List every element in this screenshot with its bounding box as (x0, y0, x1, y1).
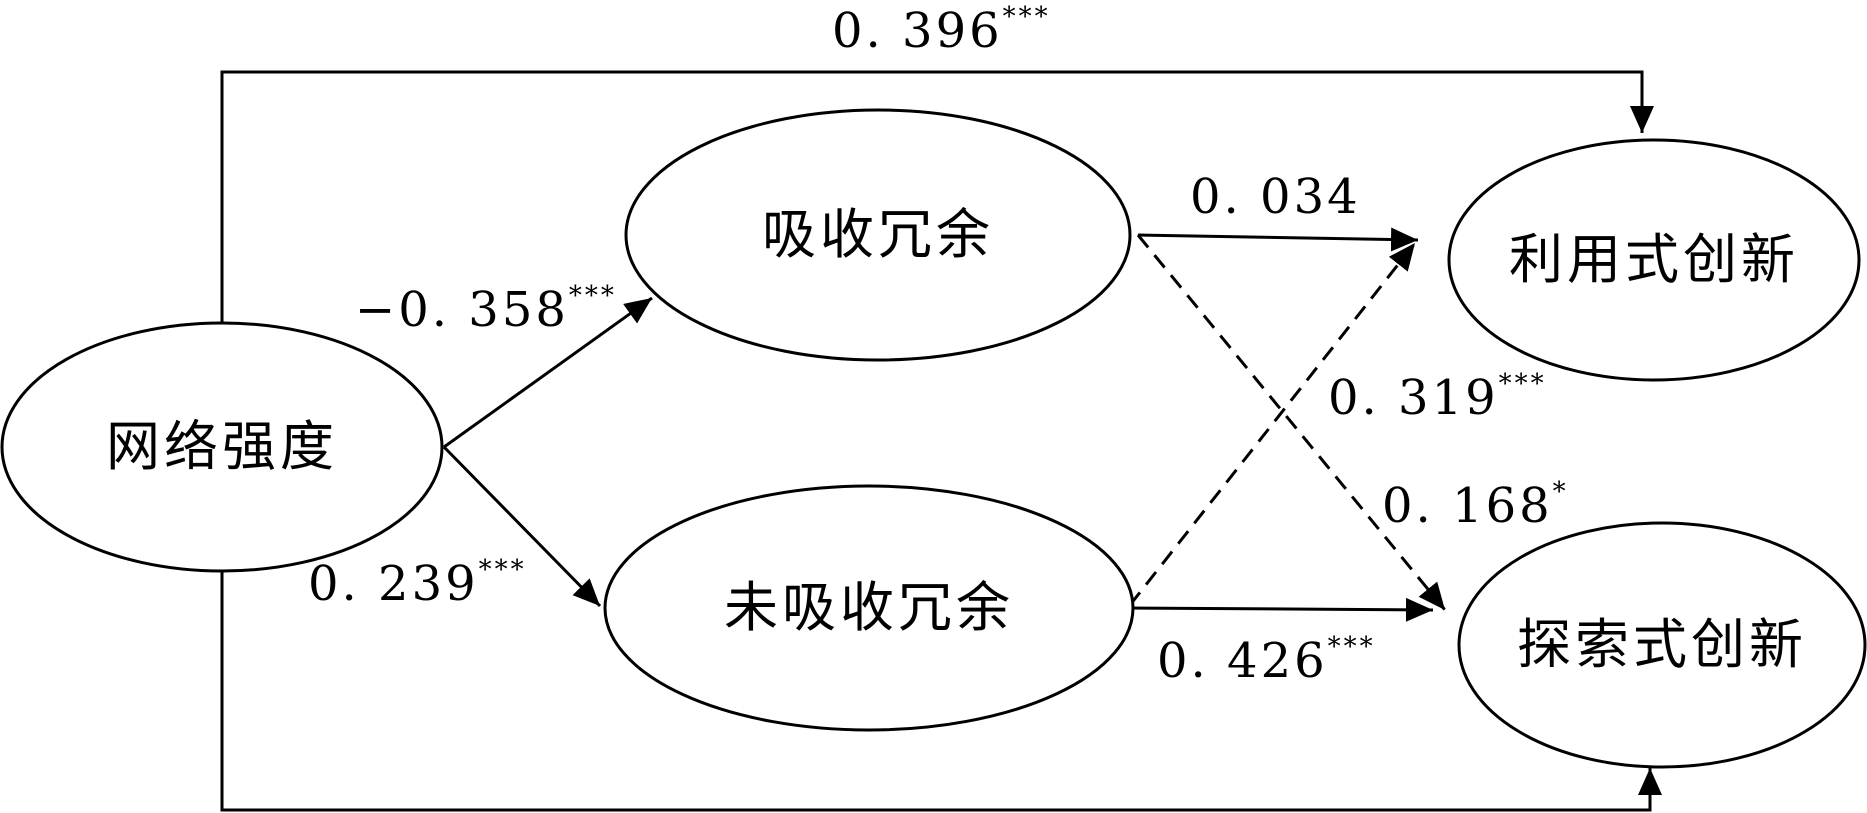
coef-absorbed-to-exploratory: 0. 168* (1382, 477, 1569, 534)
node-unabsorbed-slack: 未吸收冗余 (603, 484, 1135, 732)
coef-network-to-exploitative: 0. 396*** (832, 2, 1051, 59)
node-absorbed-slack-label: 吸收冗余 (762, 203, 994, 266)
node-network-strength: 网络强度 (0, 321, 444, 573)
edge-network-to-absorbed (443, 296, 653, 449)
edge-absorbed-to-exploitative (1137, 227, 1419, 252)
edge-unabsorbed-to-exploratory (1129, 597, 1434, 622)
node-absorbed-slack: 吸收冗余 (624, 108, 1132, 362)
coef-absorbed-to-exploitative: 0. 034 (1190, 169, 1361, 225)
edge-network-to-unabsorbed (442, 445, 602, 608)
coef-network-to-unabsorbed: 0. 239*** (308, 555, 527, 612)
node-network-strength-label: 网络强度 (106, 415, 338, 478)
edge-absorbed-to-exploratory (1136, 234, 1447, 611)
edge-network-to-exploitative (220, 70, 1654, 322)
node-exploitative-innovation-label: 利用式创新 (1509, 228, 1799, 291)
node-exploratory-innovation-label: 探索式创新 (1517, 613, 1807, 676)
coef-network-to-absorbed: −0. 358*** (355, 281, 617, 338)
node-unabsorbed-slack-label: 未吸收冗余 (724, 576, 1014, 639)
edge-network-to-exploratory (220, 568, 1662, 812)
node-exploratory-innovation: 探索式创新 (1457, 521, 1867, 769)
coef-unabsorbed-to-exploratory: 0. 426*** (1157, 632, 1376, 689)
coef-unabsorbed-to-exploitative: 0. 319*** (1328, 369, 1547, 426)
node-exploitative-innovation: 利用式创新 (1447, 138, 1861, 382)
